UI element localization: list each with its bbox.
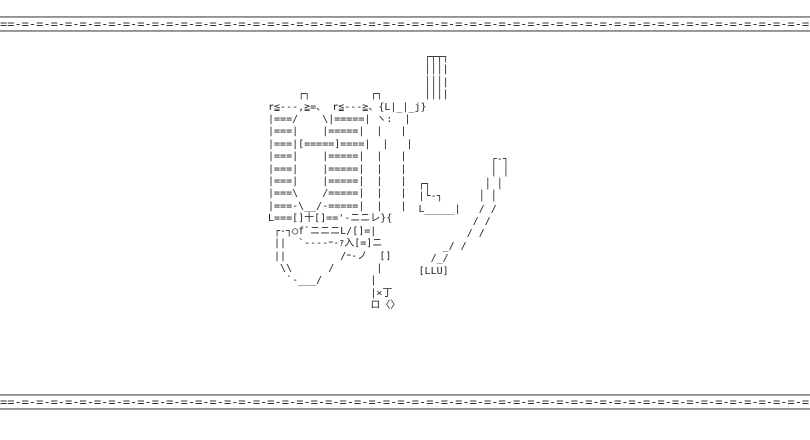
bottom-border-line-3: ────────────────────────────────────────… [0, 402, 810, 414]
bottom-decorative-border: ────────────────────────────────────────… [0, 392, 810, 414]
ascii-art-line: |===| |=====| | | [262, 151, 407, 163]
ascii-art-hose: ┌‐┐ │ │ ┌┐ │ │ |└‐┐ │ │ L_____| / / [262, 154, 509, 278]
ascii-art-line: |===| |=====| | | [262, 176, 407, 188]
ascii-art-hose-line: ┌┐ │ │ [262, 178, 503, 190]
ascii-art-line: \\ / | [262, 262, 383, 274]
top-decorative-border: ────────────────────────────────────────… [0, 14, 810, 36]
ascii-art-line: ロ〈〉 [262, 300, 401, 312]
ascii-art-line: |===‐\__/‐=====| | | [262, 200, 407, 212]
ascii-art-line: ┌┐ ┌┐ │││| [262, 89, 449, 101]
ascii-art-hose-line: [LLU] [262, 265, 449, 277]
ascii-art-hose-line: ┌‐┐ [262, 154, 509, 165]
ascii-art-hose-line: _/ / [262, 240, 467, 252]
ascii-art-hose-line: │ │ [262, 166, 509, 178]
ascii-art-figure: ┌┬┬┐ │││| │││| ┌┐ ┌┐ │││| r≦‐‐‐,≧=、 r≦‐‐… [262, 52, 562, 382]
ascii-art-line: |===\ /=====| | | [262, 188, 407, 200]
ascii-art-line: |×丁 [262, 287, 393, 299]
bottom-border-line-1: ────────────────────────────────────────… [0, 392, 810, 402]
ascii-art-line: │││| [262, 64, 449, 76]
ascii-art-hose-line: |└‐┐ │ │ [262, 191, 497, 203]
ascii-art-hose-line: /_/ [262, 253, 449, 265]
ascii-art-hose-line: / / [262, 216, 491, 228]
ascii-art-line: || `‐‐‐‐ｰ‐ｧ入[=]ニ [262, 238, 383, 250]
ascii-art-line: || /ｰ‐ノ [] [262, 250, 392, 262]
ascii-art-line: │││| [262, 76, 449, 88]
top-border-line-3: ────────────────────────────────────────… [0, 24, 810, 36]
ascii-art-line: ┌┬┬┐ [262, 52, 449, 63]
ascii-art-line: r≦‐‐‐,≧=、 r≦‐‐‐≧、{L|_|_j} [262, 101, 427, 113]
ascii-art-line: |===|[=====]====| | | [262, 138, 413, 150]
ascii-art-main: ┌┬┬┐ │││| │││| ┌┐ ┌┐ │││| r≦‐‐‐,≧=、 r≦‐‐… [262, 52, 562, 313]
bottom-border-line-2: ==‐=‐=‐=‐=‐=‐=‐=‐=‐=‐=‐=‐=‐=‐=‐=‐=‐=‐=‐=… [0, 395, 810, 409]
ascii-art-line: |===| |=====| | | [262, 163, 407, 175]
ascii-art-line: ┌‐┐○f`ニニニL/[]=| [262, 225, 377, 237]
ascii-art-hose-line: / / [262, 228, 485, 240]
ascii-art-hose-line: L_____| / / [262, 203, 497, 215]
ascii-art-line: |===| |=====| | | [262, 126, 407, 138]
ascii-art-line: |===/ \|=====| ヽ: | [262, 114, 411, 126]
top-border-line-2: ==‐=‐=‐=‐=‐=‐=‐=‐=‐=‐=‐=‐=‐=‐=‐=‐=‐=‐=‐=… [0, 17, 810, 31]
ascii-art-line: `‐___/ | [262, 275, 377, 287]
ascii-art-line: L===[]十[]=='‐ニニレ}{ [262, 213, 393, 225]
top-border-line-1: ────────────────────────────────────────… [0, 14, 810, 24]
